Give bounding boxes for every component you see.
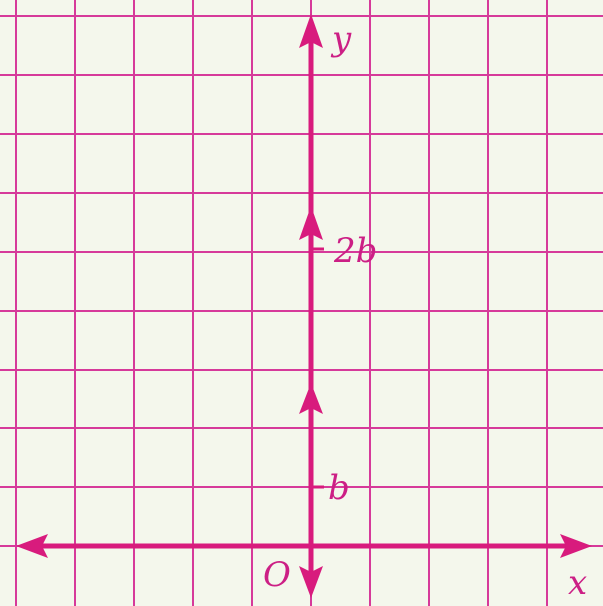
x-axis-right-arrowhead	[560, 534, 592, 558]
x-axis-label: x	[568, 563, 587, 603]
vector-2b-arrowhead	[299, 206, 323, 240]
tick-label-b: b	[328, 468, 350, 508]
y-axis-top-arrowhead	[299, 14, 323, 48]
y-axis-label: y	[330, 19, 352, 59]
tick-label-2b: 2b	[333, 231, 377, 271]
y-axis-bottom-arrowhead	[299, 566, 323, 598]
vector-b-arrowhead	[299, 383, 323, 414]
x-axis-left-arrowhead	[16, 534, 48, 558]
origin-label: O	[263, 555, 291, 595]
